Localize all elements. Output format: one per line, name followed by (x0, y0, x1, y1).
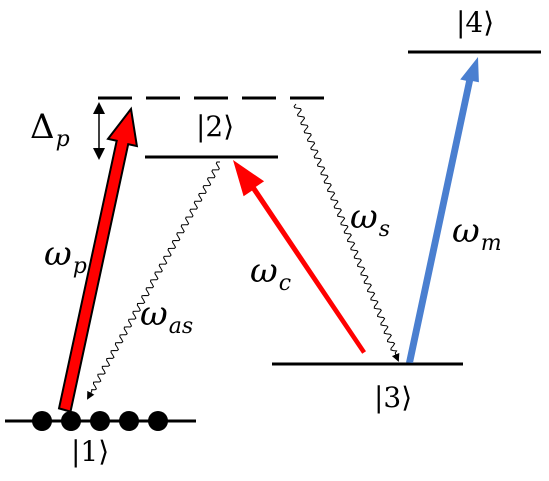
pump-subscript: p (72, 253, 87, 279)
population-dot (61, 411, 81, 431)
coupling-symbol: ω (250, 251, 278, 291)
coupling-label: ωc (250, 254, 291, 295)
microwave-symbol: ω (452, 211, 480, 251)
detuning-arrow (93, 102, 105, 160)
population-dot (32, 411, 52, 431)
state-1-label: |1⟩ (71, 435, 110, 468)
anti-stokes-subscript: as (168, 313, 194, 339)
stokes-subscript: s (378, 216, 391, 242)
stokes-wavy-arrow (293, 103, 400, 362)
microwave-label: ωm (452, 214, 502, 255)
coupling-arrow (233, 160, 366, 354)
detuning-subscript: p (55, 126, 70, 152)
state-4-label: |4⟩ (456, 6, 495, 39)
population-dot (90, 411, 110, 431)
pump-label: ωp (44, 237, 87, 278)
state-2-label: |2⟩ (196, 110, 235, 143)
detuning-symbol: Δ (30, 107, 55, 147)
anti-stokes-wavy-arrow (87, 161, 220, 400)
population-dot (119, 411, 139, 431)
stokes-label: ωs (350, 200, 390, 241)
anti-stokes-symbol: ω (140, 294, 168, 334)
coupling-subscript: c (278, 270, 292, 296)
pump-arrow (57, 106, 139, 413)
detuning-label: Δp (30, 110, 70, 151)
microwave-subscript: m (480, 230, 502, 256)
anti-stokes-label: ωas (140, 297, 193, 338)
state-3-label: |3⟩ (374, 381, 413, 414)
population-dots (32, 411, 168, 431)
pump-symbol: ω (44, 234, 72, 274)
microwave-arrow (406, 57, 479, 363)
population-dot (148, 411, 168, 431)
stokes-symbol: ω (350, 197, 378, 237)
